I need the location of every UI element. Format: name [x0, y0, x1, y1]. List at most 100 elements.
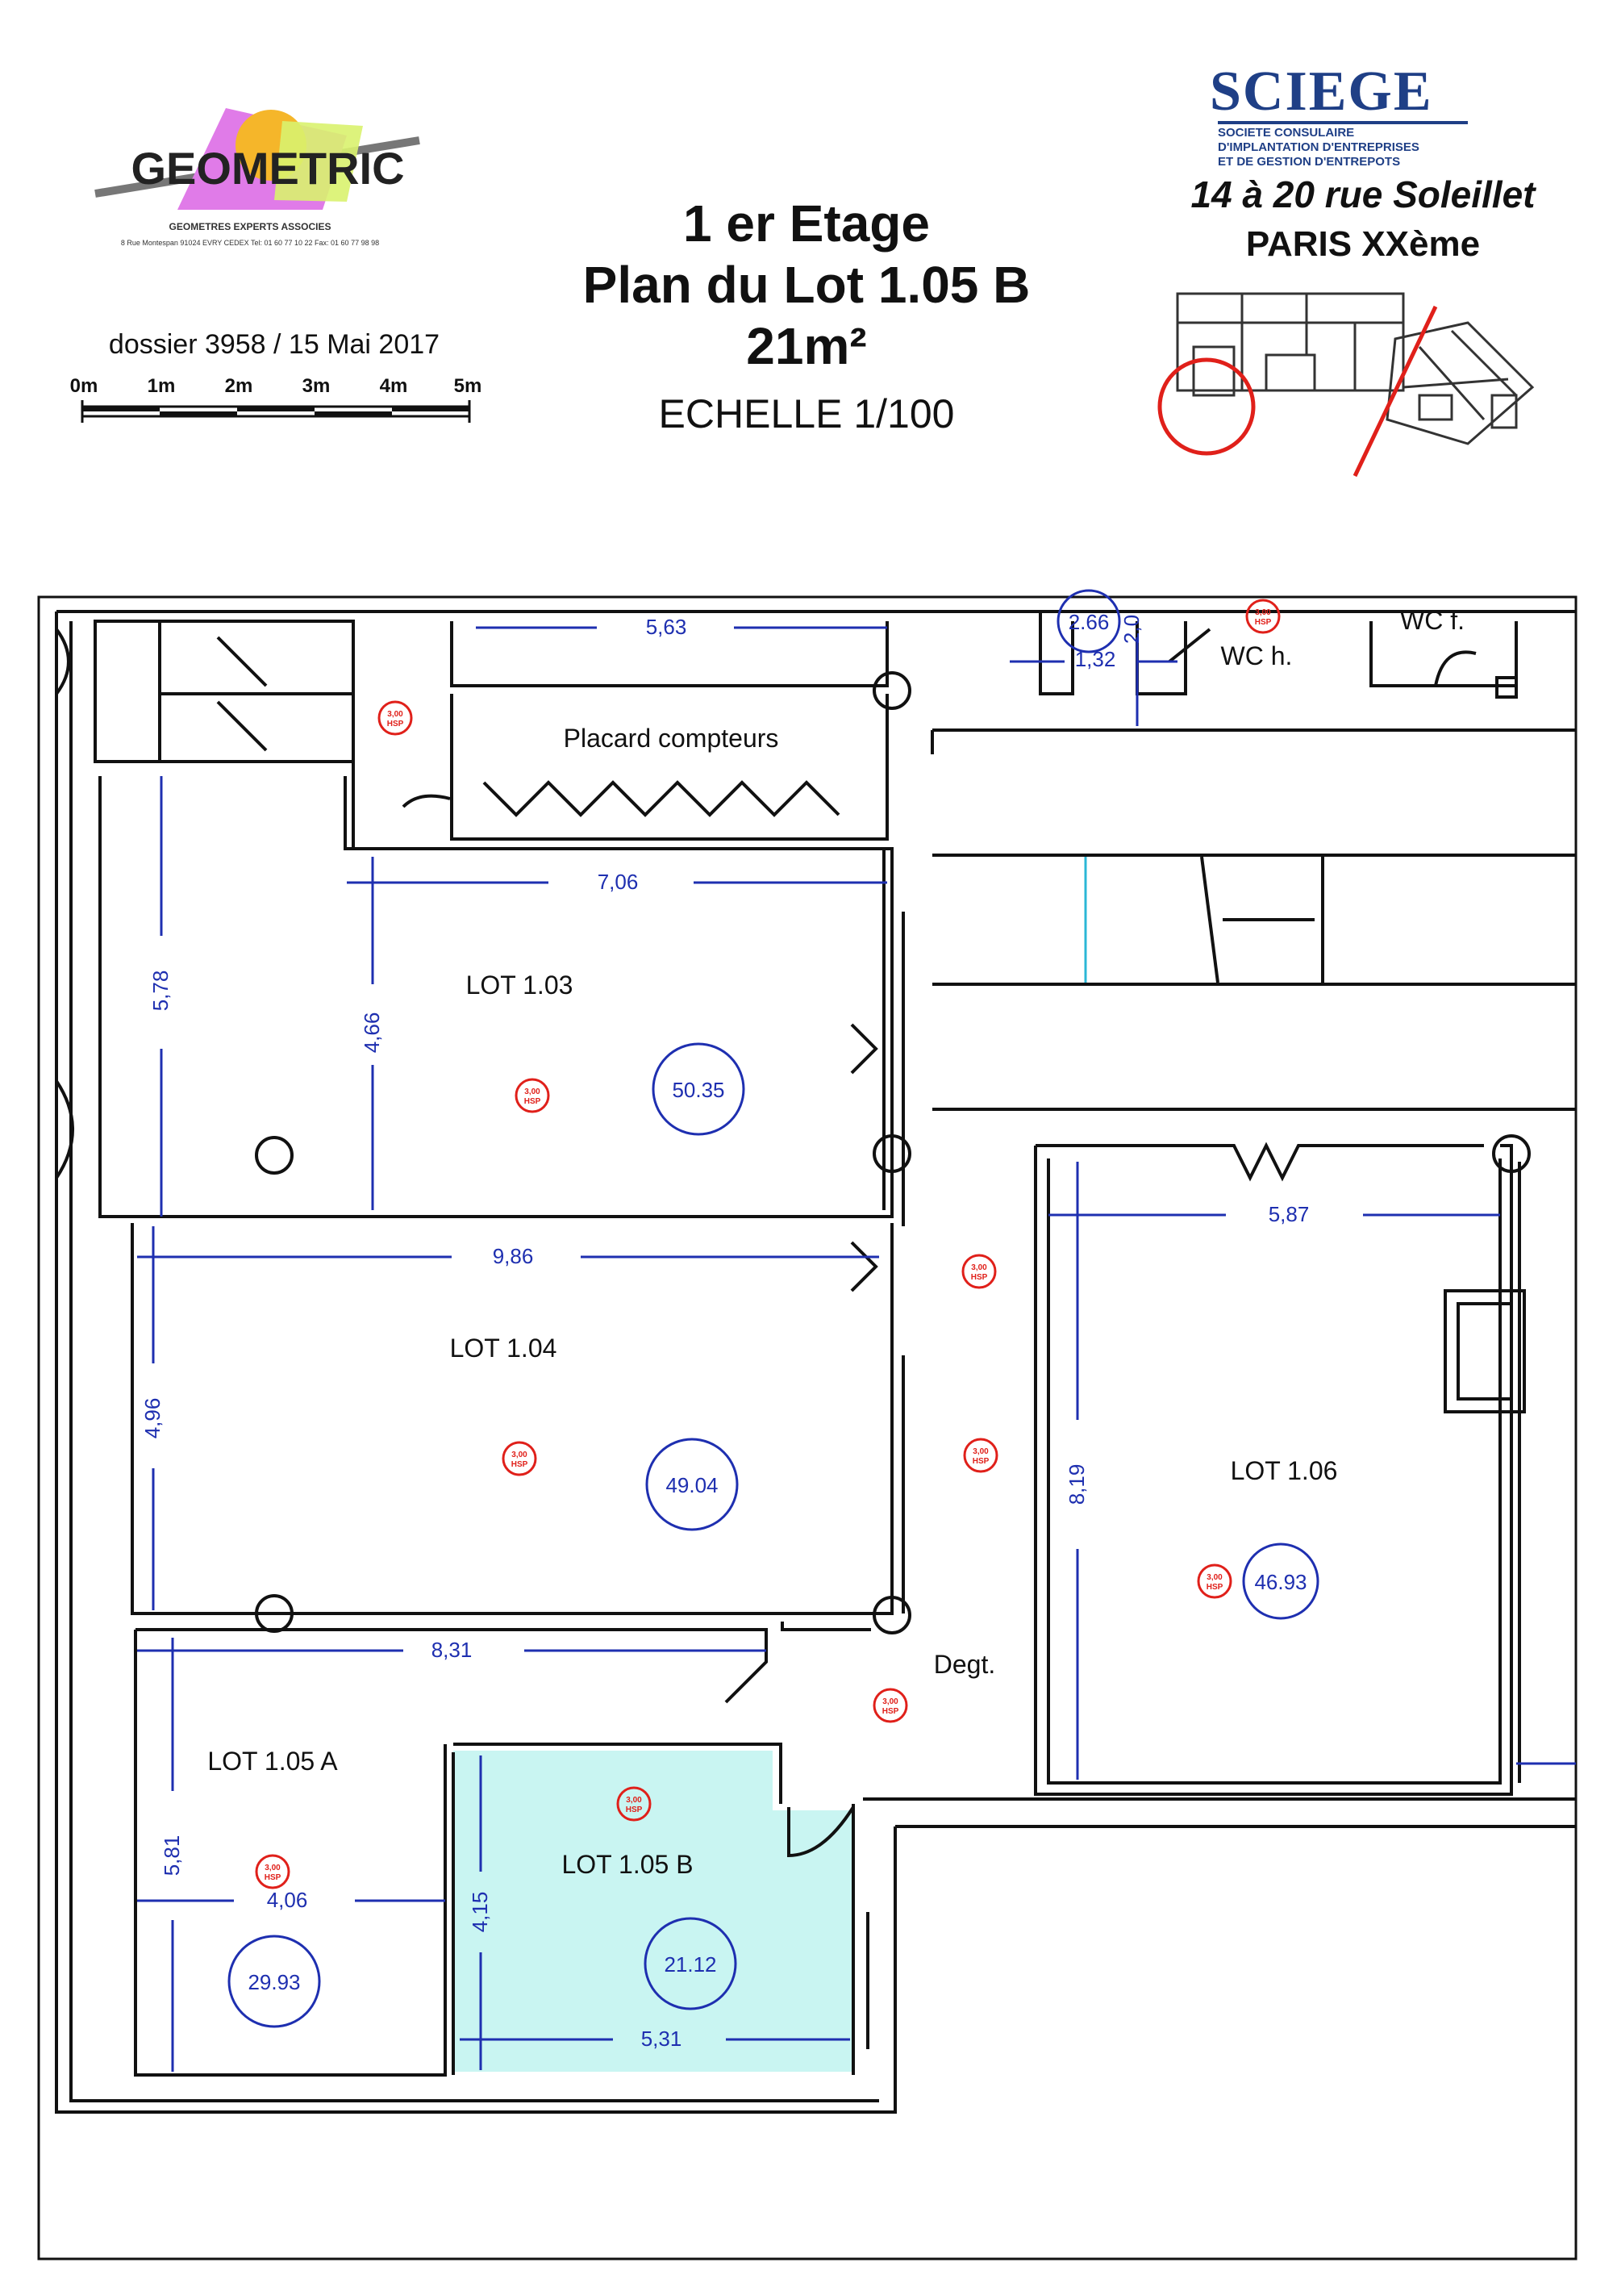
height-marker: 3,00 HSP	[502, 1441, 537, 1476]
logo-name: GEOMETRIC	[131, 143, 404, 194]
lot-105b-door	[787, 1805, 855, 1858]
lot-105b-north-wall	[453, 1743, 782, 1804]
lot-106-door	[1036, 1142, 1484, 1182]
area-value-lot-105b: 21.12	[664, 1952, 716, 1977]
lot-106-walls	[1034, 1144, 1513, 1796]
height-marker-value: 3,00	[1207, 1573, 1223, 1582]
title-plan: Plan du Lot 1.05 B	[582, 256, 1031, 314]
stair-2-flight	[1200, 856, 1219, 983]
wc-wall	[1039, 612, 1074, 695]
height-marker: 3,00 HSP	[873, 1688, 908, 1723]
dim-value: 5,78	[148, 971, 173, 1012]
room-labels: Placard compteurs WC h. WC f. LOT 1.03 L…	[207, 606, 1465, 1879]
dim-value: 4,15	[468, 1892, 492, 1933]
key-plan-red-line	[1353, 305, 1438, 478]
height-marker-unit: HSP	[265, 1873, 281, 1882]
column	[255, 1136, 294, 1175]
client-underline	[1218, 121, 1468, 124]
height-marker-unit: HSP	[511, 1460, 528, 1469]
scale-label-0: 0m	[70, 375, 98, 397]
room-label-lot-105b: LOT 1.05 B	[561, 1850, 693, 1879]
height-marker-value: 3,00	[524, 1087, 540, 1096]
scale-label-2: 2m	[225, 375, 253, 397]
room-label-lot-104: LOT 1.04	[450, 1334, 557, 1363]
placard-doors	[482, 780, 840, 817]
scale-bar-seg-2	[160, 411, 237, 416]
lot-106-niche	[1444, 1289, 1526, 1413]
client-subtitle: SOCIETE CONSULAIRE D'IMPLANTATION D'ENTR…	[1218, 126, 1419, 169]
area-circle-wc	[1057, 589, 1121, 653]
dim-value: 1,32	[1075, 647, 1116, 671]
client-sub-2: D'IMPLANTATION D'ENTREPRISES	[1218, 140, 1419, 154]
lot-104-walls	[131, 1223, 894, 1615]
area-value-lot-106: 46.93	[1254, 1570, 1307, 1594]
column	[873, 671, 911, 710]
height-marker-value: 3,00	[973, 1447, 989, 1456]
scale-bar-seg-5	[392, 407, 469, 411]
outer-wall-west-south	[55, 612, 897, 2114]
height-marker-value: 3,00	[387, 710, 403, 719]
room-label-placard: Placard compteurs	[564, 724, 779, 753]
scale-label-3: 3m	[302, 375, 331, 397]
dim-value: 2,0	[1119, 615, 1144, 644]
height-marker-value: 3,00	[265, 1864, 281, 1872]
dim-value: 4,96	[140, 1398, 165, 1439]
dimension-lines	[137, 626, 1576, 2072]
logo-subtitle: GEOMETRES EXPERTS ASSOCIES	[169, 221, 331, 232]
room-label-lot-105a: LOT 1.05 A	[207, 1747, 338, 1776]
client-address-street: 14 à 20 rue Soleillet	[1190, 173, 1536, 215]
room-label-wc-f: WC f.	[1400, 606, 1465, 635]
area-value-wc: 2.66	[1069, 610, 1110, 634]
height-marker-unit: HSP	[1255, 618, 1272, 627]
dim-value: 5,63	[646, 615, 687, 639]
title-area: 21m²	[746, 317, 867, 375]
lot-106-niche-inner	[1457, 1302, 1513, 1401]
height-marker: 3,00 HSP	[377, 700, 413, 736]
client-sub-3: ET DE GESTION D'ENTREPOTS	[1218, 155, 1401, 169]
area-value-lot-103: 50.35	[672, 1078, 724, 1102]
area-circle-lot-105a	[227, 1935, 321, 2028]
stair-arrow	[216, 700, 268, 752]
wc-wall	[1136, 621, 1187, 695]
logo-address: 8 Rue Montespan 91024 EVRY CEDEX Tel: 01…	[120, 239, 380, 247]
scale-bar-seg-4	[315, 411, 392, 416]
height-markers: 3,00 HSP 3,00 HSP 3,00 HSP 3,00 HSP 3,00…	[255, 599, 1281, 1889]
height-marker: 3,00 HSP	[255, 1854, 290, 1889]
height-marker-unit: HSP	[971, 1273, 988, 1282]
height-marker-unit: HSP	[626, 1805, 643, 1814]
plan-walls	[55, 610, 1576, 2114]
room-label-lot-103: LOT 1.03	[466, 971, 573, 1000]
height-marker: 3,00 HSP	[1197, 1563, 1232, 1599]
facade-bump	[55, 1079, 74, 1179]
area-value-lot-104: 49.04	[665, 1473, 718, 1497]
dim-value: 7,06	[598, 870, 639, 894]
height-marker: 3,00 HSP	[515, 1078, 550, 1113]
dim-value: 5,81	[160, 1835, 184, 1876]
scale-label-1: 1m	[148, 375, 176, 397]
height-marker-unit: HSP	[973, 1457, 990, 1466]
height-marker: 3,00 HSP	[963, 1438, 998, 1473]
scale-bar-seg-1	[82, 407, 160, 411]
lot-105a-walls	[134, 1630, 447, 2077]
height-marker: 3,00 HSP	[961, 1254, 997, 1289]
geometric-logo: GEOMETRIC	[94, 108, 420, 210]
lot-103-walls	[98, 776, 894, 1218]
logo-green-shape	[274, 121, 363, 202]
stair-2	[936, 854, 1324, 986]
height-marker-unit: HSP	[882, 1707, 899, 1716]
area-circle-lot-106	[1242, 1542, 1319, 1620]
lot-106-inner-walls	[1047, 1158, 1502, 1785]
room-label-degt: Degt.	[934, 1650, 995, 1679]
wc-f-duct	[1495, 676, 1518, 699]
dim-value: 8,31	[431, 1638, 473, 1662]
height-marker: 3,00 HSP	[1245, 599, 1281, 634]
client-name: SCIEGE	[1210, 61, 1433, 123]
height-marker-value: 3,00	[971, 1263, 987, 1272]
wc-f-wall	[1369, 621, 1518, 687]
area-circle-lot-103	[652, 1042, 745, 1136]
client-sub-1: SOCIETE CONSULAIRE	[1218, 126, 1355, 140]
height-marker-unit: HSP	[524, 1097, 541, 1106]
area-circle-lot-105b	[644, 1917, 737, 2010]
placard-wall	[450, 621, 889, 687]
dim-value: 5,87	[1269, 1202, 1310, 1226]
